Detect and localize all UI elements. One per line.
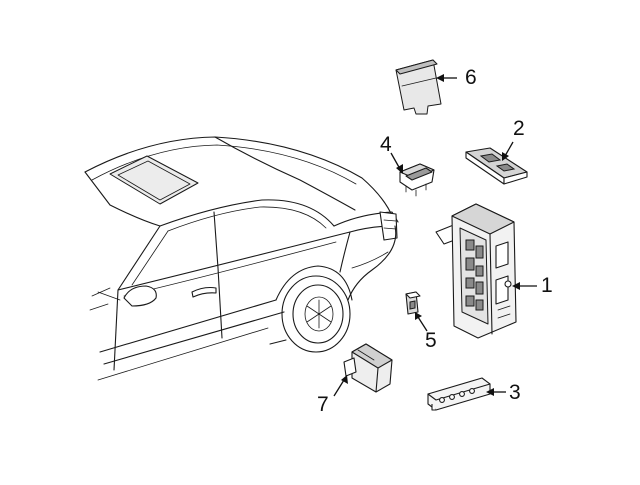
part-6-label-plate (395, 59, 442, 115)
part-3-bracket (427, 377, 491, 411)
callout-labels: 1 2 3 4 5 6 7 (317, 66, 553, 416)
vehicle-outline (84, 136, 399, 381)
callout-1: 1 (541, 274, 553, 297)
arrow-5 (417, 316, 428, 332)
callout-arrows (333, 74, 537, 397)
part-1-fuse-box (435, 203, 517, 339)
arrow-7 (333, 379, 345, 397)
callout-2: 2 (513, 117, 525, 140)
arrow-4 (390, 152, 401, 170)
part-7-sensor (343, 343, 393, 393)
part-2-relay-base (465, 147, 528, 185)
callout-5: 5 (425, 329, 437, 352)
callout-4: 4 (380, 133, 392, 156)
part-4-relay (399, 163, 435, 197)
callout-3: 3 (509, 381, 521, 404)
callout-6: 6 (465, 66, 477, 89)
fuse-slots (465, 239, 484, 311)
part-5-connector (405, 291, 421, 315)
callout-7: 7 (317, 393, 329, 416)
arrow-2 (504, 141, 514, 157)
